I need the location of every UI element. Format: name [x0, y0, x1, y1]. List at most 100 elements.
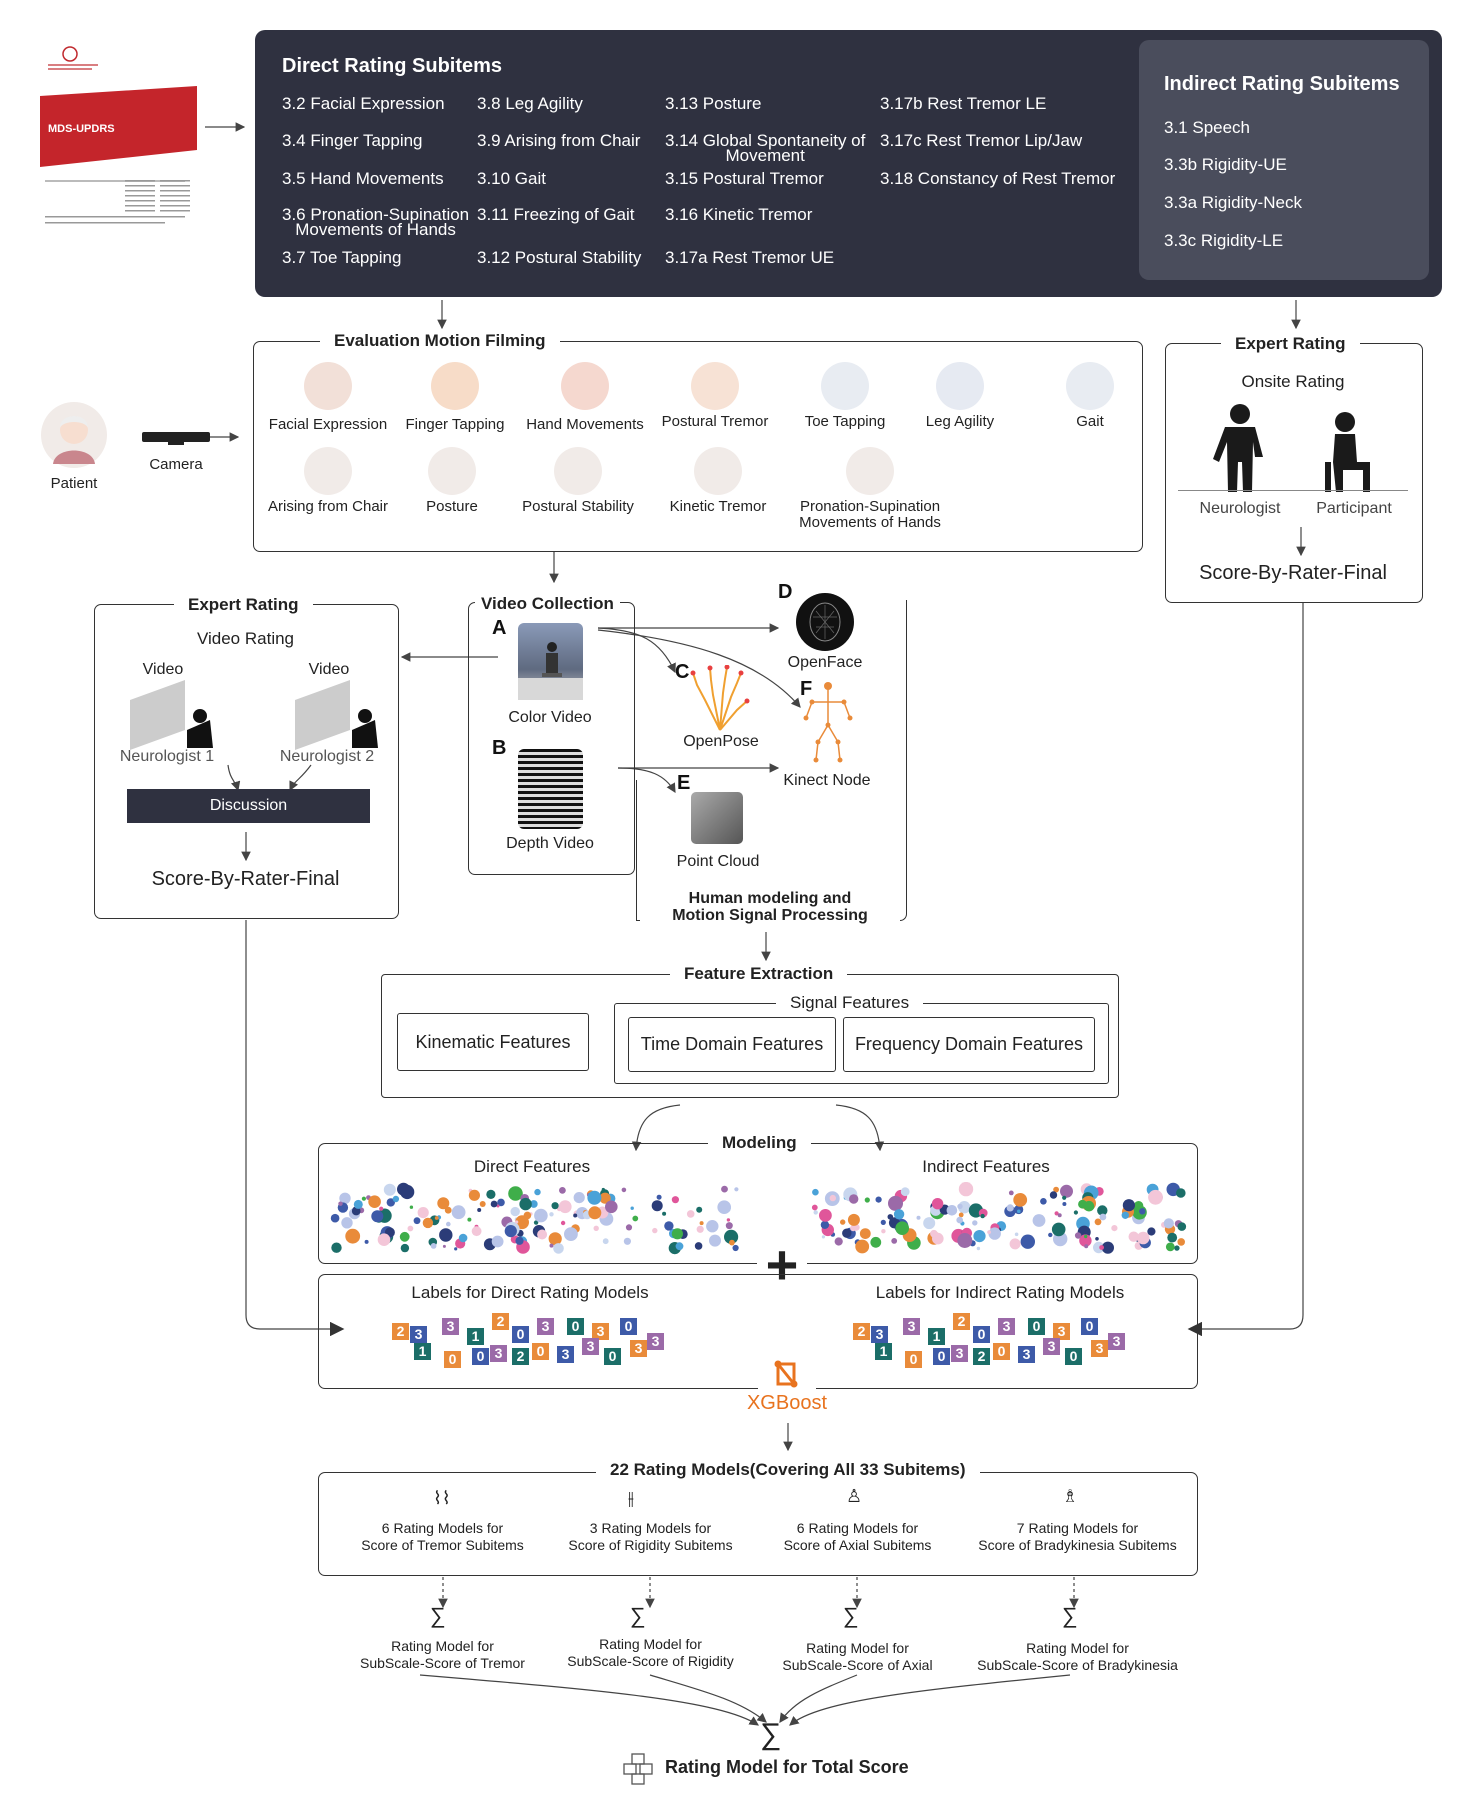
- feature-dot: [694, 1242, 703, 1250]
- feature-dot: [573, 1213, 578, 1218]
- feature-dot: [623, 1237, 631, 1245]
- feature-dot: [588, 1206, 602, 1220]
- feature-dot: [625, 1224, 633, 1231]
- feature-dot: [434, 1216, 439, 1220]
- feature-dot: [454, 1247, 458, 1251]
- feature-dot: [439, 1228, 453, 1242]
- label-digit: 3: [1018, 1346, 1035, 1363]
- feature-dot: [726, 1218, 731, 1222]
- label-d: D: [778, 581, 793, 603]
- feature-dot: [699, 1221, 704, 1226]
- feature-dot: [422, 1217, 434, 1229]
- feature-dot: [392, 1195, 400, 1203]
- label-c: C: [675, 661, 690, 683]
- feature-dot: [458, 1233, 468, 1243]
- feature-dot: [721, 1185, 728, 1193]
- indirect-subitems-title: Indirect Rating Subitems: [1164, 73, 1400, 95]
- label-digit: 0: [933, 1348, 950, 1365]
- feature-dot: [1062, 1195, 1067, 1200]
- filming-icon: [691, 362, 739, 410]
- filming-label: Posture: [426, 498, 478, 515]
- feature-dot: [686, 1210, 695, 1218]
- filming-icon: [554, 447, 602, 495]
- label-a: A: [492, 617, 507, 639]
- feature-dot: [859, 1228, 871, 1239]
- participant-label: Participant: [1316, 500, 1392, 517]
- feature-dot: [1133, 1201, 1144, 1211]
- feature-dot: [413, 1217, 421, 1225]
- evaluation-motion-filming-title: Evaluation Motion Filming: [320, 331, 560, 351]
- feature-dot: [819, 1209, 832, 1222]
- plus-sign: +: [757, 1237, 807, 1293]
- feature-dot: [1017, 1209, 1021, 1214]
- feature-dot: [1136, 1231, 1150, 1245]
- feature-dot: [417, 1207, 429, 1219]
- feature-dot: [548, 1232, 562, 1246]
- feature-dot: [946, 1205, 958, 1216]
- direct-subitem: 3.10 Gait: [477, 169, 546, 188]
- group-bradykinesia: 7 Rating Models for Score of Bradykinesi…: [978, 1520, 1177, 1553]
- feature-dot: [664, 1221, 674, 1231]
- kinect-skeleton-icon: [803, 682, 853, 763]
- feature-dot: [361, 1196, 366, 1201]
- feature-dot: [437, 1197, 450, 1210]
- label-digit: 0: [604, 1348, 621, 1365]
- label-digit: 3: [1053, 1323, 1070, 1340]
- feature-dot: [632, 1215, 639, 1222]
- feature-dot: [1094, 1218, 1102, 1226]
- direct-subitem: 3.15 Postural Tremor: [665, 169, 824, 188]
- feature-dot: [1083, 1200, 1095, 1212]
- feature-dot: [515, 1236, 524, 1245]
- feature-dot: [724, 1229, 739, 1244]
- xgboost-icon-bg: [758, 1360, 816, 1394]
- neurologist-1-icon: [130, 680, 213, 750]
- feature-dot: [849, 1194, 859, 1204]
- feature-dot: [1008, 1190, 1014, 1196]
- feature-dot: [599, 1192, 611, 1204]
- filming-icon: [936, 362, 984, 410]
- feature-dot: [1111, 1225, 1118, 1232]
- color-video-image: [518, 642, 583, 700]
- feature-dot: [529, 1200, 538, 1208]
- feature-dot: [811, 1204, 818, 1211]
- feature-dot: [732, 1244, 739, 1252]
- filming-icon: [304, 362, 352, 410]
- neurologist-label: Neurologist: [1199, 500, 1281, 517]
- feature-dot: [1176, 1188, 1186, 1198]
- feature-dot: [1049, 1191, 1058, 1199]
- feature-dot: [1121, 1211, 1129, 1219]
- direct-subitem: 3.5 Hand Movements: [282, 169, 444, 188]
- feature-dot: [864, 1197, 870, 1203]
- modeling-title: Modeling: [708, 1133, 811, 1153]
- feature-dot: [956, 1216, 963, 1224]
- onsite-rating-label: Onsite Rating: [1241, 372, 1345, 391]
- filming-label: Finger Tapping: [405, 416, 505, 433]
- feature-dot: [397, 1182, 410, 1196]
- label-digit: 1: [414, 1343, 431, 1360]
- feature-dot: [957, 1203, 963, 1210]
- feature-dot: [573, 1192, 585, 1204]
- label-digit: 2: [973, 1348, 990, 1365]
- feature-dot: [1148, 1189, 1163, 1205]
- filming-icon: [1066, 362, 1114, 410]
- feature-dot: [1139, 1208, 1146, 1215]
- feature-dot: [880, 1219, 886, 1225]
- label-digit: 3: [998, 1318, 1015, 1335]
- direct-subitems-title: Direct Rating Subitems: [282, 55, 503, 77]
- mds-updrs-title: MDS-UPDRS: [48, 123, 115, 135]
- feature-dot: [881, 1229, 886, 1234]
- color-video-label: Color Video: [508, 709, 592, 726]
- feature-dot: [652, 1227, 658, 1234]
- feature-dot: [587, 1190, 602, 1205]
- feature-dot: [605, 1200, 618, 1214]
- label-digit: 0: [905, 1351, 922, 1368]
- feature-dot: [400, 1243, 410, 1253]
- feature-dot: [1147, 1227, 1156, 1236]
- sigma-rigidity-icon: ∑: [630, 1603, 646, 1628]
- label-digit: 0: [512, 1326, 529, 1343]
- feature-dot: [671, 1196, 679, 1204]
- depth-video-label: Depth Video: [506, 835, 594, 852]
- feature-dot: [430, 1243, 437, 1249]
- xgboost-label: XGBoost: [728, 1392, 846, 1415]
- feature-dot: [675, 1242, 684, 1251]
